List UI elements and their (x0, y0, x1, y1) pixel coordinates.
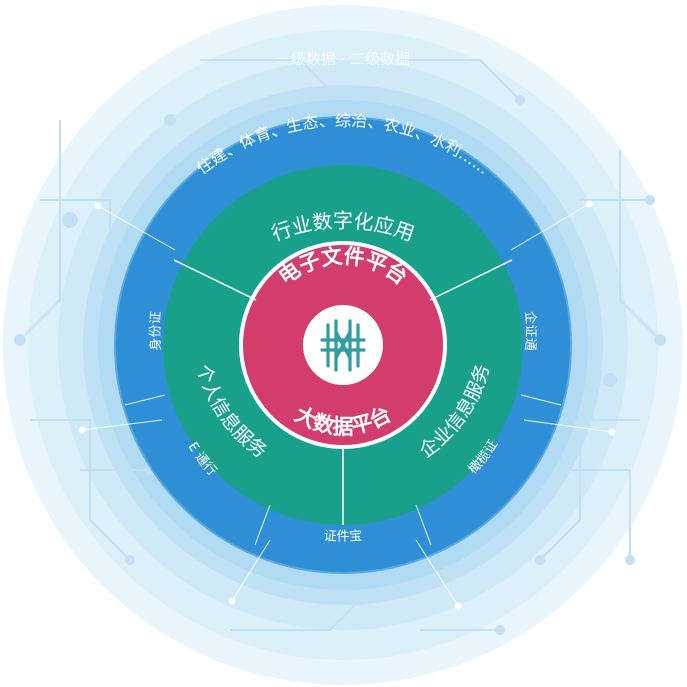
platform-logo-icon (303, 305, 383, 385)
outer-left-item: 身份证 (147, 311, 164, 352)
outer-bottom-item: 证件宝 (323, 529, 363, 545)
outer-dividers (124, 394, 562, 546)
watermark-text: 一级数据 · 二级数据 (276, 50, 410, 68)
ring-dividers (173, 259, 513, 525)
pointer-lines (81, 203, 613, 607)
circuit-lines (19, 59, 661, 631)
outer-right-item: 企证通 (522, 311, 539, 352)
pointer-dots (78, 200, 616, 610)
outer-ring-edge (114, 116, 572, 574)
